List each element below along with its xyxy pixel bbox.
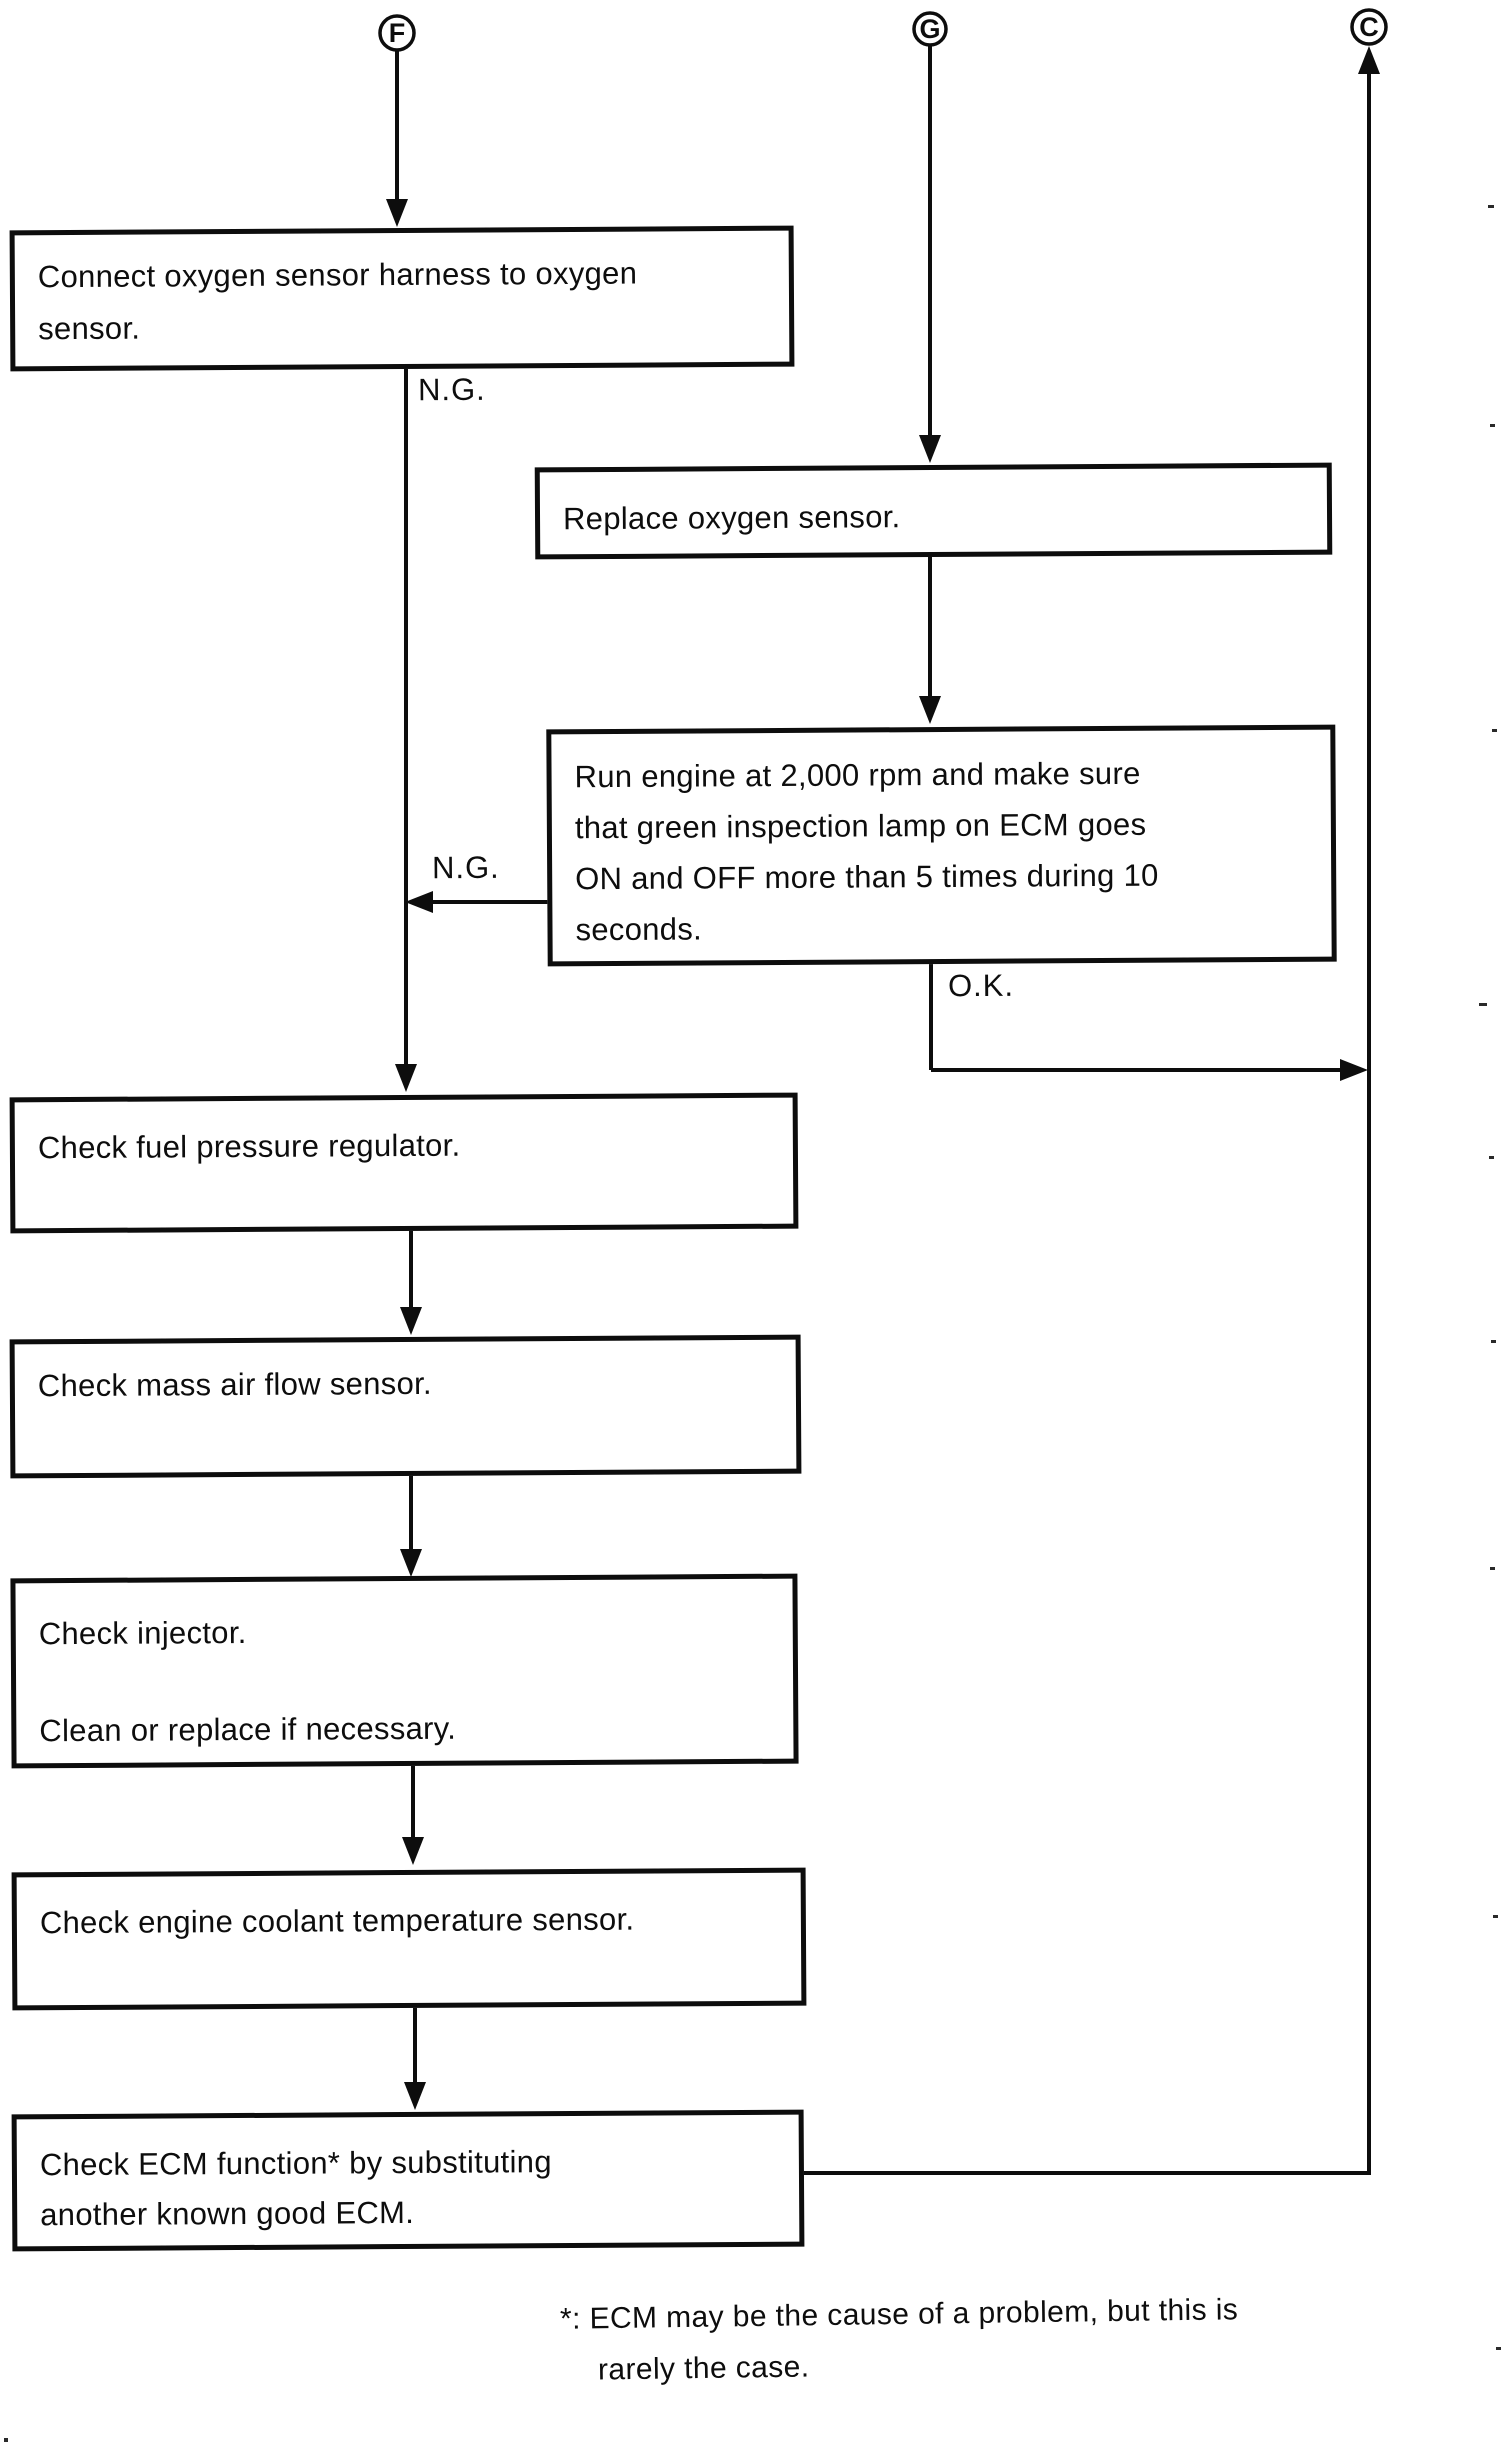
box-text-line: Check engine coolant temperature sensor. (39, 1901, 635, 1941)
flow-box-connect-oxygen-sensor: Connect oxygen sensor harness to oxygen … (9, 225, 795, 372)
edge-label-ng-connect: N.G. (417, 371, 486, 408)
scan-artifact (1491, 1340, 1496, 1343)
terminal-f-circle (378, 14, 416, 52)
scan-artifact (1489, 1156, 1494, 1159)
box-text-line: Check injector. (38, 1614, 247, 1652)
scan-artifact (1490, 424, 1495, 427)
arrowhead-into-ecm (404, 2082, 426, 2110)
flow-box-check-fuel-pressure-regulator: Check fuel pressure regulator. (9, 1092, 799, 1234)
scan-artifact (1488, 205, 1494, 208)
arrowhead-into-maf (400, 1307, 422, 1335)
terminal-g-circle (912, 11, 948, 47)
box-text-line: Check ECM function* by substituting (39, 2144, 552, 2183)
box-text-line: that green inspection lamp on ECM goes (574, 806, 1147, 846)
scan-artifact (1492, 729, 1497, 732)
flow-box-check-engine-coolant-temp-sensor: Check engine coolant temperature sensor. (11, 1867, 807, 2011)
arrowhead-into-coolant (402, 1837, 424, 1865)
flow-box-check-injector: Check injector. Clean or replace if nece… (10, 1573, 799, 1769)
flow-box-check-ecm-function: Check ECM function* by substituting anot… (11, 2109, 805, 2252)
scan-artifact (4, 2438, 8, 2442)
arrowhead-into-injector (400, 1549, 422, 1577)
terminal-g-label: G (919, 14, 941, 44)
scan-artifact (1493, 1915, 1498, 1918)
flow-box-run-engine: Run engine at 2,000 rpm and make sure th… (546, 724, 1337, 967)
box-text-line: ON and OFF more than 5 times during 10 (575, 857, 1159, 897)
box-text-line: Check fuel pressure regulator. (37, 1127, 461, 1166)
box-text-line: Clean or replace if necessary. (39, 1710, 457, 1749)
box-text-line: another known good ECM. (40, 2194, 415, 2233)
box-text-line: sensor. (38, 310, 141, 347)
arrowhead-up-to-c (1358, 46, 1380, 74)
box-text-line: seconds. (575, 911, 703, 948)
box-text-line: Replace oxygen sensor. (562, 499, 901, 537)
scan-artifact (1490, 1567, 1495, 1570)
edge-label-ng-run: N.G. (431, 849, 500, 886)
terminal-f-label: F (388, 18, 406, 48)
scan-artifact (1496, 2347, 1501, 2350)
terminal-c-label: C (1359, 12, 1379, 42)
edge-label-ok-run: O.K. (947, 967, 1015, 1004)
arrowhead-into-replace (919, 435, 941, 463)
flow-box-replace-oxygen-sensor: Replace oxygen sensor. (534, 462, 1333, 560)
arrowhead-into-run (919, 696, 941, 724)
terminal-c-circle (1350, 8, 1388, 46)
box-text-line: Run engine at 2,000 rpm and make sure (574, 755, 1141, 795)
arrowhead-ok-right (1340, 1059, 1368, 1081)
box-text-line: Connect oxygen sensor harness to oxygen (37, 255, 638, 295)
arrowhead-into-connect (386, 199, 408, 227)
box-text-line: Check mass air flow sensor. (37, 1365, 432, 1404)
footnote-line: rarely the case. (597, 2350, 810, 2387)
arrowhead-ng-left (405, 891, 433, 913)
arrowhead-into-fuel (395, 1064, 417, 1092)
flow-box-check-mass-air-flow-sensor: Check mass air flow sensor. (9, 1334, 802, 1479)
scan-artifact (1479, 1003, 1487, 1006)
